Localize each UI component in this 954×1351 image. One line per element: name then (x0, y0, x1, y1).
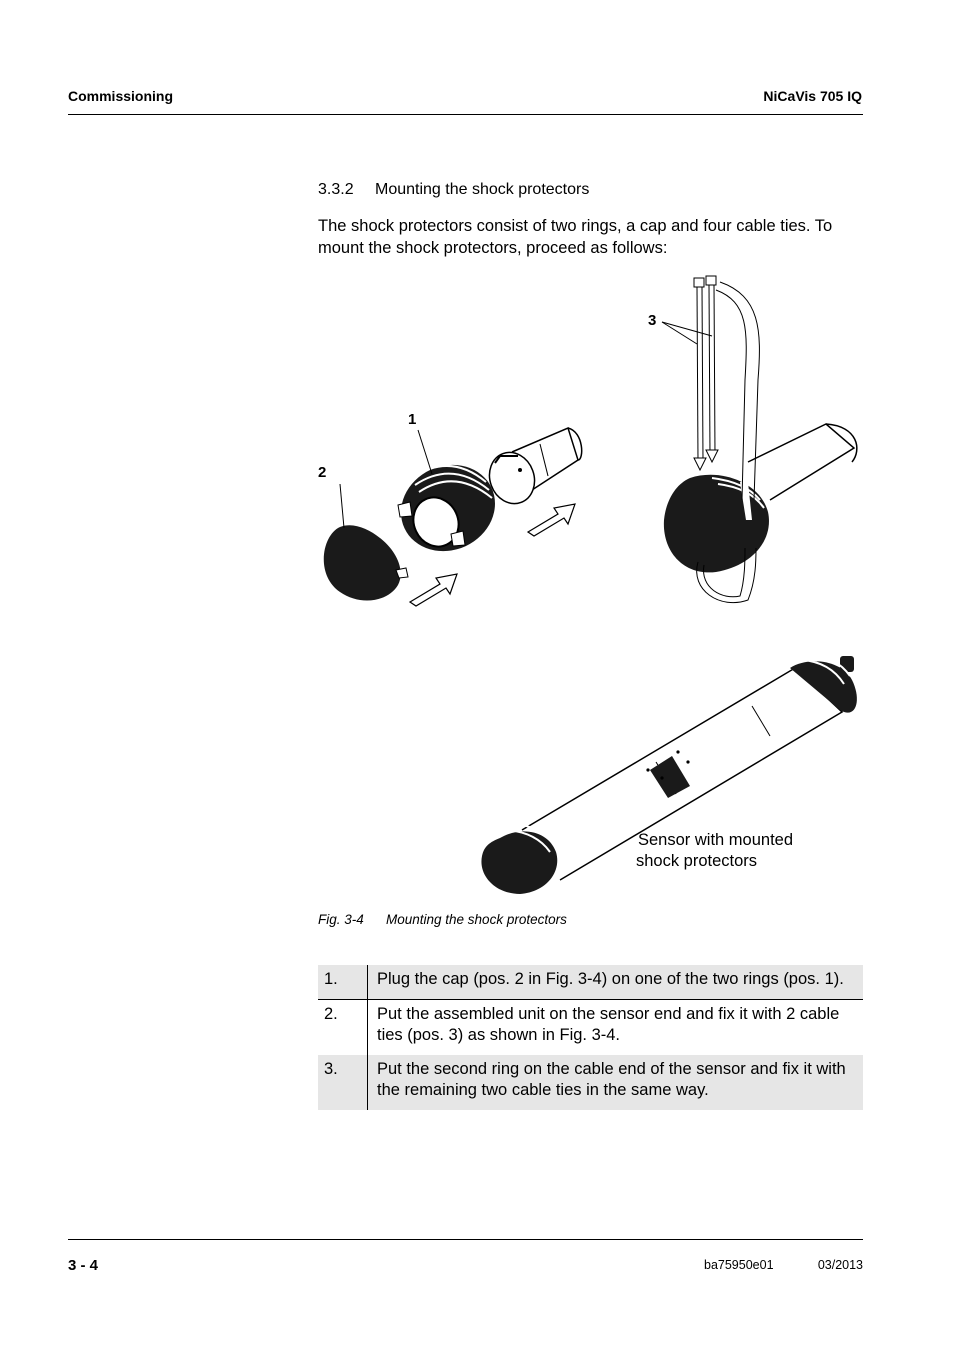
steps-table: 1. Plug the cap (pos. 2 in Fig. 3-4) on … (318, 965, 863, 1110)
label-cable-ties-3: 3 (648, 312, 656, 329)
step-number: 3. (318, 1054, 368, 1110)
figure-caption: Fig. 3-4 Mounting the shock protectors (318, 912, 567, 927)
step-number: 2. (318, 999, 368, 1055)
figure-title: Mounting the shock protectors (386, 912, 567, 927)
document-id: ba75950e01 (704, 1258, 774, 1272)
assembly-arrow-2 (526, 503, 576, 537)
sensor-end-part (488, 426, 583, 505)
step-row: 3. Put the second ring on the cable end … (318, 1054, 863, 1110)
header-product: NiCaVis 705 IQ (763, 88, 862, 104)
ring-part (397, 464, 495, 552)
footer-rule (68, 1239, 863, 1240)
mounted-assembly (663, 423, 858, 573)
label-ring-1: 1 (408, 411, 416, 428)
step-text: Plug the cap (pos. 2 in Fig. 3-4) on one… (367, 965, 863, 1000)
figure-number: Fig. 3-4 (318, 912, 364, 927)
cable-ties (693, 275, 760, 604)
header-section: Commissioning (68, 88, 174, 104)
header-rule (68, 114, 863, 115)
section-number: 3.3.2 (318, 181, 354, 198)
mounting-illustration: 2 1 3 Senso (318, 275, 858, 894)
step-row: 2. Put the assembled unit on the sensor … (318, 999, 863, 1055)
sensor-caption-line-2: shock protectors (636, 852, 757, 870)
step-text: Put the second ring on the cable end of … (367, 1054, 863, 1110)
assembly-arrow-1 (408, 573, 458, 607)
label-cap-2: 2 (318, 464, 326, 481)
document-date: 03/2013 (817, 1258, 863, 1272)
step-number: 1. (318, 965, 368, 1000)
section-heading: 3.3.2 Mounting the shock protectors (318, 181, 589, 199)
intro-paragraph: The shock protectors consist of two ring… (318, 217, 833, 257)
cap-part (323, 525, 409, 601)
sensor-caption-line-1: Sensor with mounted (638, 831, 793, 849)
full-sensor (481, 653, 857, 894)
page-number: 3 - 4 (68, 1257, 99, 1274)
step-row: 1. Plug the cap (pos. 2 in Fig. 3-4) on … (318, 965, 863, 1000)
section-title: Mounting the shock protectors (375, 181, 590, 198)
step-text: Put the assembled unit on the sensor end… (377, 1004, 840, 1045)
